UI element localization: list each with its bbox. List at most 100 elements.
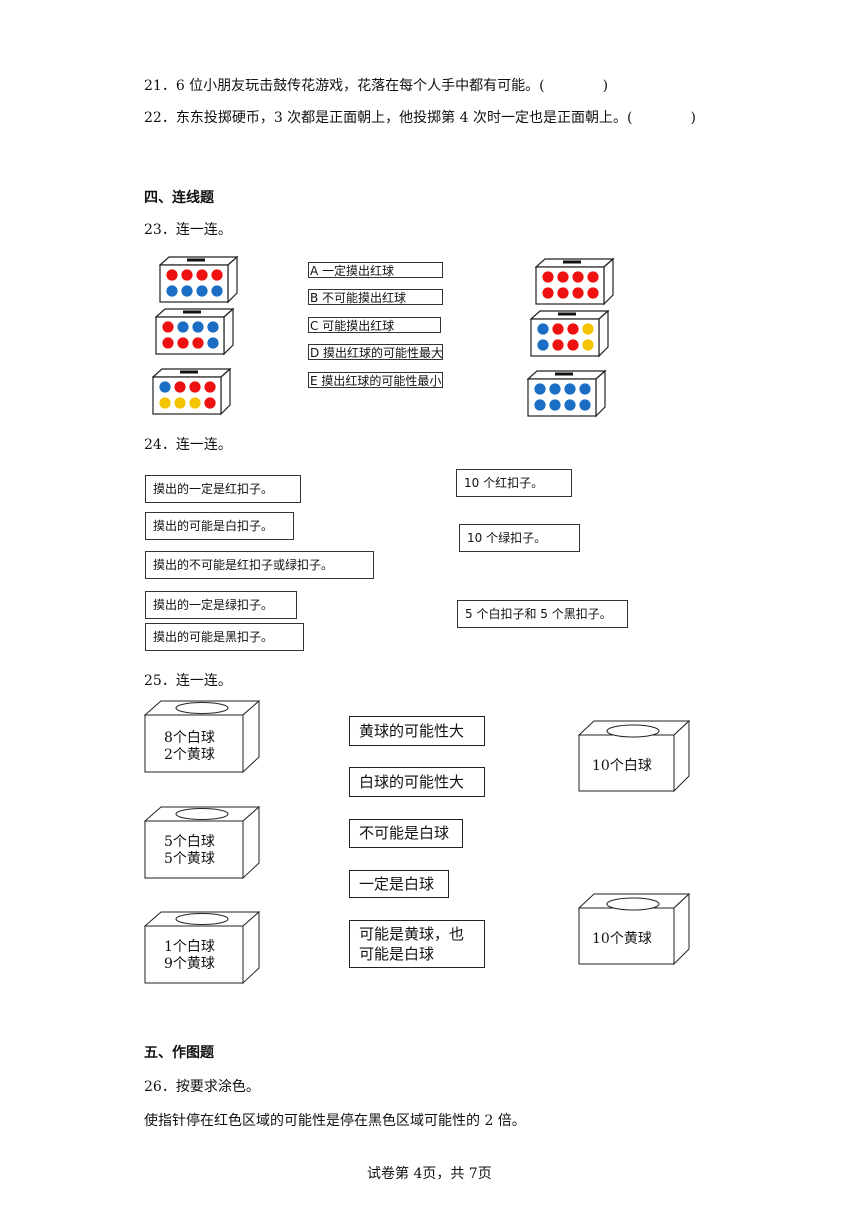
q25-cube-3-line-2: 9个黄球 [164,956,215,972]
ball-yellow [159,397,171,409]
ball-red [572,271,584,283]
right-ball-box-3 [527,370,607,418]
ball-red [542,271,554,283]
label-b: B 不可能摸出红球 [308,289,443,305]
ball-red [572,287,584,299]
question-26-text: 使指针停在红色区域的可能性是停在黑色区域可能性的 2 倍。 [144,1113,526,1129]
ball-blue [579,399,591,411]
q24-left-3: 摸出的不可能是红扣子或绿扣子。 [145,551,374,579]
label-a: A 一定摸出红球 [308,262,443,278]
ball-red [552,323,564,335]
q25-statement-4: 一定是白球 [349,870,449,898]
ball-blue [181,285,193,297]
q24-left-5: 摸出的可能是黑扣子。 [145,623,304,651]
q24-right-1: 10 个红扣子。 [456,469,572,497]
ball-red [162,321,174,333]
right-ball-box-1 [535,258,615,306]
ball-red [192,337,204,349]
ball-yellow [582,323,594,335]
left-ball-box-2 [155,308,235,356]
ball-yellow [582,339,594,351]
q25-cube-1-line-1: 8个白球 [164,730,215,746]
section-5-title: 五、作图题 [144,1045,214,1061]
question-22: 22．东东投掷硬币，3 次都是正面朝上，他投掷第 4 次时一定也是正面朝上。() [144,107,696,127]
ball-blue [196,285,208,297]
ball-blue [537,339,549,351]
q25-statement-1: 黄球的可能性大 [349,716,485,746]
ball-red [587,287,599,299]
ball-red [557,271,569,283]
ball-red [181,269,193,281]
ball-blue [537,323,549,335]
left-ball-box-1 [159,256,239,304]
ball-blue [564,399,576,411]
ball-red [177,337,189,349]
question-21: 21．6 位小朋友玩击鼓传花游戏，花落在每个人手中都有可能。() [144,75,608,95]
q25-right-cube-1: 10个白球 [577,719,691,796]
ball-red [567,323,579,335]
ball-blue [534,383,546,395]
q24-left-4: 摸出的一定是绿扣子。 [145,591,297,619]
ball-red [189,381,201,393]
question-24-title: 24．连一连。 [144,437,232,453]
ball-red [567,339,579,351]
ball-blue [549,399,561,411]
ball-yellow [174,397,186,409]
ball-blue [564,383,576,395]
ball-red [174,381,186,393]
q25-cube-3-line-1: 1个白球 [164,939,215,955]
q25-statement-3: 不可能是白球 [349,819,463,848]
question-21-text: 21．6 位小朋友玩击鼓传花游戏，花落在每个人手中都有可能。( [144,78,545,94]
ball-blue [159,381,171,393]
q24-right-3: 5 个白扣子和 5 个黑扣子。 [457,600,628,628]
q25-cube-2-line-2: 5个黄球 [164,851,215,867]
question-22-text: 22．东东投掷硬币，3 次都是正面朝上，他投掷第 4 次时一定也是正面朝上。( [144,110,633,126]
q25-cube-1: 8个白球 2个黄球 [143,699,261,778]
q25-right-cube-2: 10个黄球 [577,892,691,969]
ball-blue [207,321,219,333]
ball-red [542,287,554,299]
ball-blue [211,285,223,297]
q25-right-cube-2-label: 10个黄球 [592,931,652,947]
ball-red [166,269,178,281]
ball-blue [549,383,561,395]
question-22-close: ) [690,110,696,126]
q25-statement-5-line-1: 可能是黄球，也 [359,925,465,943]
ball-red [196,269,208,281]
ball-blue [192,321,204,333]
ball-blue [177,321,189,333]
q24-right-2: 10 个绿扣子。 [459,524,580,552]
label-d: D 摸出红球的可能性最大 [308,344,444,360]
ball-red [587,271,599,283]
question-26-title: 26．按要求涂色。 [144,1079,260,1095]
q25-statement-5-line-2: 可能是白球 [359,945,435,963]
q24-left-1: 摸出的一定是红扣子。 [145,475,301,503]
ball-blue [207,337,219,349]
q24-left-2: 摸出的可能是白扣子。 [145,512,294,540]
ball-red [162,337,174,349]
ball-blue [166,285,178,297]
right-ball-box-2 [530,310,610,358]
q25-statement-5: 可能是黄球，也 可能是白球 [349,920,485,968]
q25-cube-2: 5个白球 5个黄球 [143,805,261,884]
label-c: C 可能摸出红球 [308,317,441,333]
ball-red [211,269,223,281]
q25-cube-2-line-1: 5个白球 [164,834,215,850]
ball-blue [534,399,546,411]
left-ball-box-3 [152,368,232,416]
page-footer: 试卷第 4页，共 7页 [367,1166,492,1182]
q25-cube-3: 1个白球 9个黄球 [143,910,261,989]
label-e: E 摸出红球的可能性最小 [308,372,443,388]
ball-red [557,287,569,299]
ball-red [204,397,216,409]
q25-cube-1-line-2: 2个黄球 [164,747,215,763]
question-23-title: 23．连一连。 [144,222,232,238]
ball-blue [579,383,591,395]
q25-statement-2: 白球的可能性大 [349,767,485,797]
q25-right-cube-1-label: 10个白球 [592,758,652,774]
ball-yellow [189,397,201,409]
section-4-title: 四、连线题 [144,190,214,206]
ball-red [552,339,564,351]
ball-red [204,381,216,393]
question-25-title: 25．连一连。 [144,673,232,689]
